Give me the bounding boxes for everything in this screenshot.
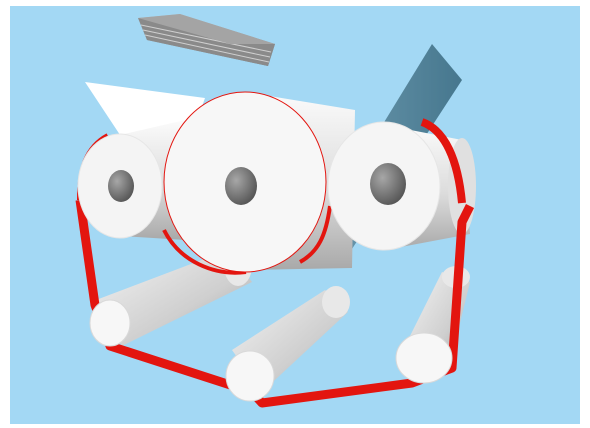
roller-right (328, 122, 440, 250)
roller-belt-illustration (10, 6, 580, 424)
hub-icon (370, 163, 406, 205)
roller-left (78, 134, 162, 238)
roller-center (164, 92, 326, 272)
scene-background (10, 6, 580, 424)
paper-stack (138, 14, 275, 66)
hub-icon (225, 167, 257, 205)
hub-icon (108, 170, 134, 202)
